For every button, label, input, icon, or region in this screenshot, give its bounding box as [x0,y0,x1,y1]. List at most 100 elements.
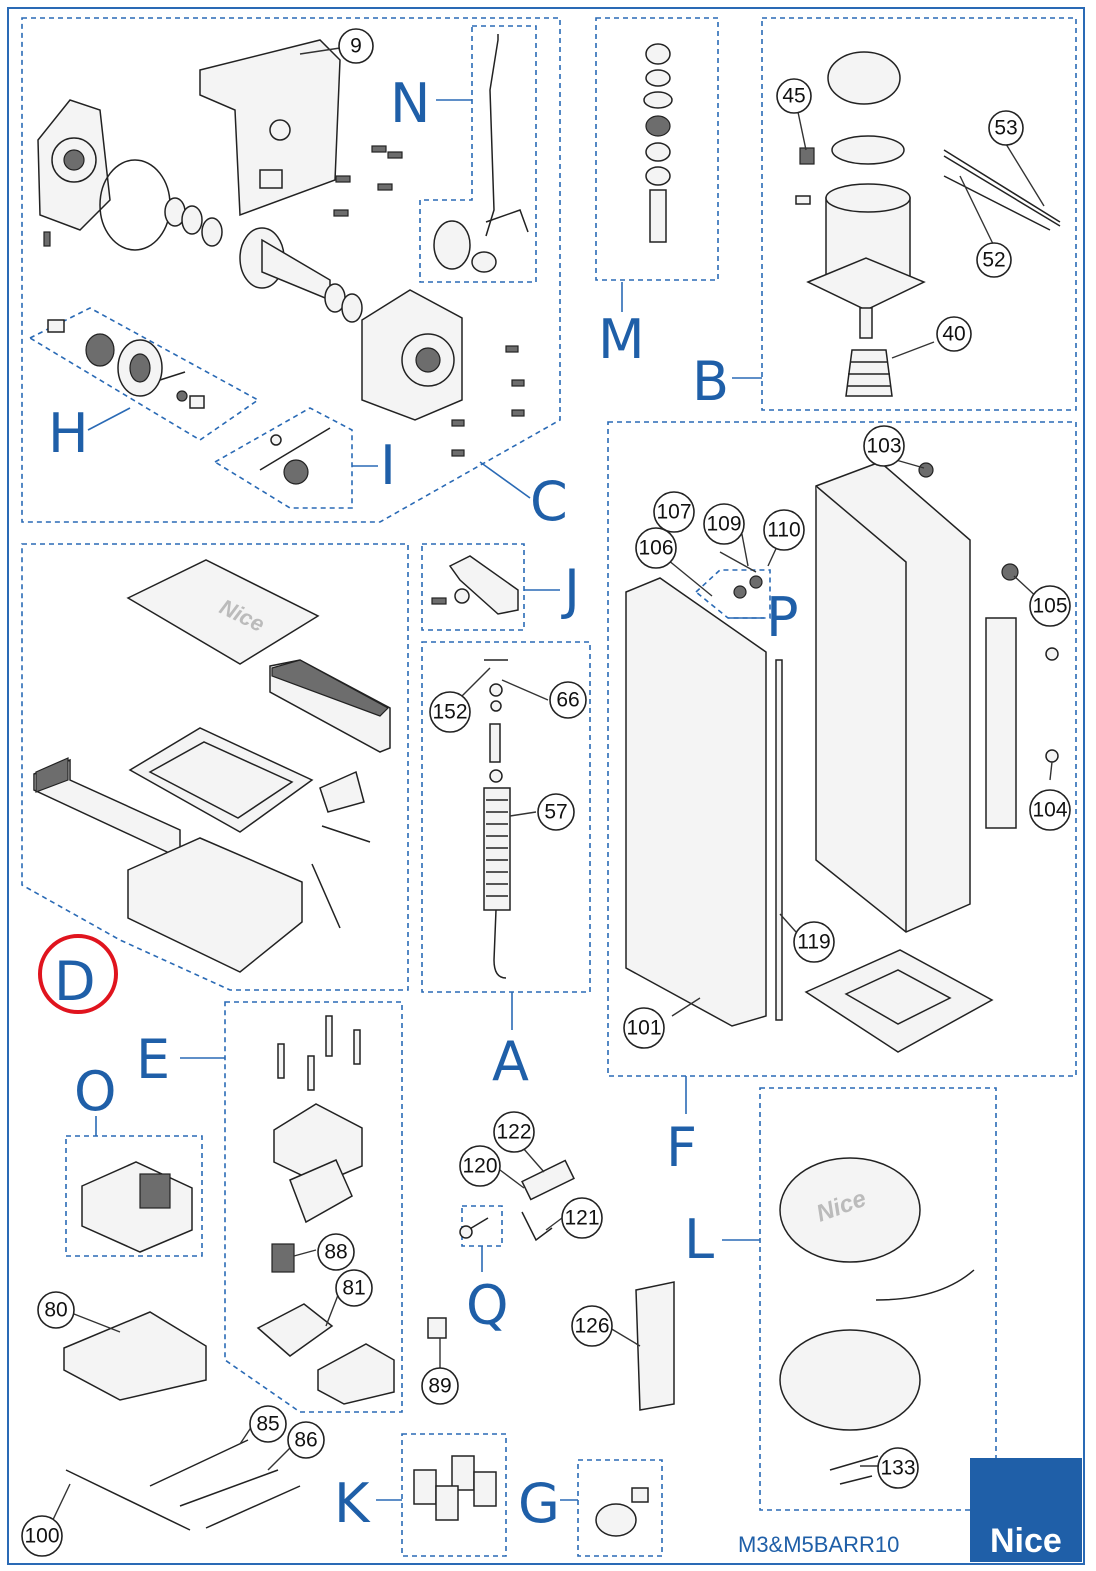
callout-126: 126 [571,1305,613,1347]
svg-text:9: 9 [350,35,362,58]
cable-harness [65,1439,301,1531]
box-B [761,17,1077,411]
callout-103: 103 [863,425,905,467]
callout-121: 121 [561,1197,603,1239]
box-O [65,1135,203,1257]
svg-text:89: 89 [428,1375,451,1398]
board-bracket [63,1311,207,1401]
base-plate [804,949,994,1053]
svg-text:122: 122 [496,1121,531,1144]
group-label-F: F [666,1116,697,1179]
svg-text:104: 104 [1032,799,1067,822]
balance-spring [483,659,511,979]
cabinet-frame [815,461,971,933]
cam-assembly [259,427,331,485]
svg-text:101: 101 [626,1017,661,1040]
box-K [401,1433,507,1557]
cover-frame [128,727,314,833]
svg-text:53: 53 [994,117,1017,140]
box-F [607,421,1077,1077]
svg-text:88: 88 [324,1241,347,1264]
svg-text:66: 66 [556,689,579,712]
callout-101: 101 [623,1007,665,1049]
cables-b [943,149,1061,231]
box-P [694,569,771,619]
svg-text:121: 121 [564,1207,599,1230]
gearbox-housing-right [361,289,463,421]
svg-text:57: 57 [544,801,567,824]
svg-text:40: 40 [942,323,965,346]
mounting-plate [199,39,341,217]
svg-text:45: 45 [782,85,805,108]
flasher-kit [595,1487,649,1537]
box-N [419,25,537,283]
svg-text:105: 105 [1032,595,1067,618]
brand-logo-text: Nice [990,1522,1062,1560]
group-label-H: H [48,402,89,465]
callout-122: 122 [493,1111,535,1153]
motor-cover [827,51,905,165]
callout-88: 88 [317,1233,355,1271]
svg-text:110: 110 [767,519,800,542]
group-label-P: P [766,586,799,649]
seal-strip [775,659,783,1021]
svg-text:100: 100 [24,1525,59,1548]
callout-133: 133 [877,1447,919,1489]
callout-leaders [49,47,1053,1527]
motor [806,183,926,339]
lock-parts [459,1159,575,1242]
group-label-L: L [684,1208,714,1271]
control-box [256,1303,334,1357]
profile-126 [635,1281,675,1411]
transformer [273,1103,363,1224]
sheet-frame [7,7,1085,1565]
group-label-N: N [390,72,430,135]
seal-rings [164,197,363,323]
gearbox-housing-left [37,99,111,231]
callout-119: 119 [793,921,835,963]
highlight-circle-D [38,934,118,1014]
svg-text:126: 126 [574,1315,609,1338]
control-board [81,1161,193,1253]
svg-text:103: 103 [866,435,901,458]
brackets-d [311,770,371,929]
group-label-I: I [380,434,396,497]
callout-86: 86 [287,1421,325,1459]
callout-89: 89 [421,1367,459,1405]
group-label-J: J [561,558,580,621]
callout-52: 52 [976,242,1012,278]
svg-text:80: 80 [44,1299,67,1322]
svg-text:85: 85 [256,1413,279,1436]
drawing-code: M3&M5BARR10 [738,1532,899,1557]
callout-100: 100 [21,1515,63,1557]
limit-bracket [431,555,519,615]
e-screws [277,1015,361,1091]
group-label-G: G [518,1472,560,1535]
brand-logo-block [970,1458,1082,1562]
callout-104: 104 [1029,789,1071,831]
callout-85: 85 [249,1405,287,1443]
callout-57: 57 [537,793,575,831]
output-shaft [239,227,331,302]
callout-105: 105 [1029,585,1071,627]
svg-text:86: 86 [294,1429,317,1452]
group-label-O: O [74,1060,117,1123]
callout-9: 9 [338,28,374,64]
box-L [759,1087,997,1511]
cap-assembly: Nice [779,1157,975,1431]
callout-107: 107 [653,491,695,533]
callout-45: 45 [776,78,812,114]
box-A [421,641,591,993]
callout-53: 53 [988,110,1024,146]
group-label-E: E [136,1028,170,1091]
screws-f [733,462,1059,763]
callout-40: 40 [936,316,972,352]
box-D [21,543,409,991]
callout-66: 66 [549,681,587,719]
svg-text:109: 109 [706,513,741,536]
svg-text:106: 106 [638,537,673,560]
side-panels [33,659,391,860]
gasket [99,159,171,251]
group-label-K: K [334,1472,371,1535]
